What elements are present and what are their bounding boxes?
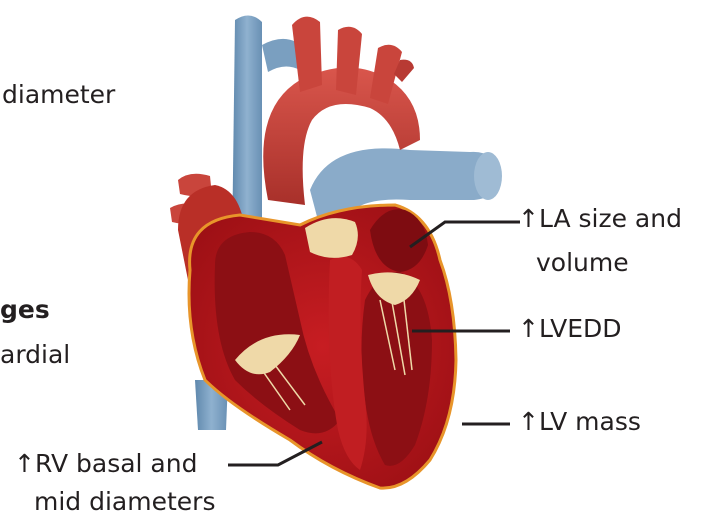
annotation-lvedd-text: LVEDD bbox=[539, 314, 622, 343]
annotation-lv-mass-text: LV mass bbox=[539, 407, 641, 436]
annotation-rv-line1: RV basal and bbox=[35, 449, 198, 478]
annotation-lv-mass: ↑LV mass bbox=[518, 407, 641, 437]
annotation-rv-basal: ↑RV basal and bbox=[14, 449, 197, 479]
up-arrow-icon: ↑ bbox=[518, 204, 539, 233]
up-arrow-icon: ↑ bbox=[14, 449, 35, 478]
annotation-la-line1: LA size and bbox=[539, 204, 682, 233]
annotation-la-volume: volume bbox=[536, 248, 629, 278]
up-arrow-icon: ↑ bbox=[518, 314, 539, 343]
annotation-lvedd: ↑LVEDD bbox=[518, 314, 622, 344]
annotation-la-size: ↑LA size and bbox=[518, 204, 682, 234]
up-arrow-icon: ↑ bbox=[518, 407, 539, 436]
annotation-rv-diameters: mid diameters bbox=[34, 487, 215, 517]
